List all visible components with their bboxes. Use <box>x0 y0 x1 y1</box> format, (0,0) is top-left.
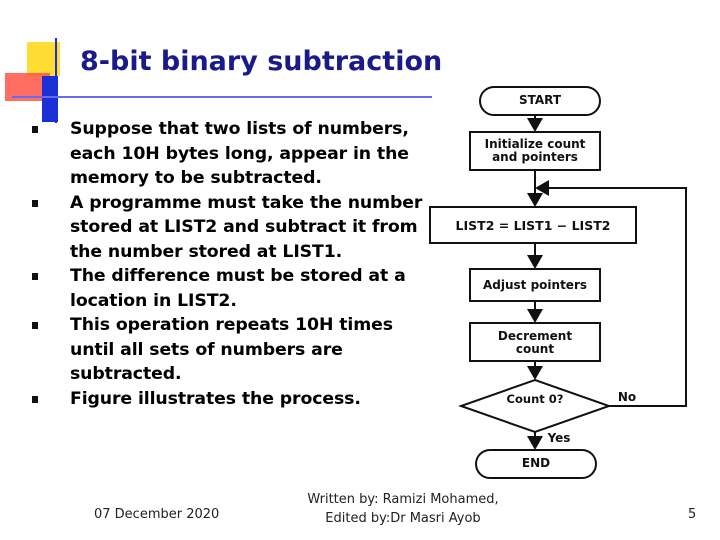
op-box <box>429 206 637 244</box>
start-terminator <box>479 86 601 116</box>
no-label: No <box>617 390 637 404</box>
init-label: Initialize count and pointers <box>484 137 586 164</box>
bullet-text: Suppose that two lists of numbers, each … <box>70 119 409 188</box>
bullet-square-icon <box>32 273 38 280</box>
bullet-text: Figure illustrates the process. <box>70 388 361 409</box>
decision-label: Count 0? <box>506 392 564 406</box>
footer-date: 07 December 2020 <box>94 507 220 522</box>
footer-credit-line1: Written by: Ramizi Mohamed, <box>307 492 499 507</box>
decrement-box <box>469 322 601 362</box>
flowchart: START Initialize count and pointers LIST… <box>424 80 720 480</box>
decor-vertical-line <box>55 38 57 123</box>
bullet-item: Suppose that two lists of numbers, each … <box>32 117 427 191</box>
page-number: 5 <box>688 507 697 522</box>
bullet-text: A programme must take the number stored … <box>70 192 423 262</box>
title-underline <box>12 96 432 98</box>
bullet-square-icon <box>32 395 38 403</box>
footer-credit: Written by: Ramizi Mohamed, Edited by:Dr… <box>296 490 510 528</box>
start-label: START <box>518 93 562 107</box>
end-terminator <box>475 449 597 479</box>
decrement-label: Decrement count <box>497 329 573 356</box>
flowchart-graphic <box>429 86 687 479</box>
arrow-loop-no <box>535 180 687 407</box>
bullet-square-icon <box>32 322 38 329</box>
yes-label: Yes <box>547 431 571 445</box>
end-label: END <box>521 456 551 470</box>
adjust-box <box>469 268 601 302</box>
op-label: LIST2 = LIST1 − LIST2 <box>455 218 611 233</box>
bullet-item: This operation repeats 10H times until a… <box>32 313 427 387</box>
footer-credit-line2: Edited by:Dr Masri Ayob <box>325 511 481 526</box>
slide-title: 8-bit binary subtraction <box>80 46 443 77</box>
decor-blue-square <box>42 76 58 122</box>
decision-diamond <box>457 378 613 434</box>
bullet-list: Suppose that two lists of numbers, each … <box>32 117 427 411</box>
init-box <box>469 131 601 171</box>
bullet-text: The difference must be stored at a locat… <box>70 266 406 311</box>
bullet-square-icon <box>32 199 38 207</box>
bullet-item: Figure illustrates the process. <box>32 387 427 412</box>
bullet-text: This operation repeats 10H times until a… <box>70 315 393 384</box>
bullet-item: The difference must be stored at a locat… <box>32 264 427 313</box>
decor-yellow-square <box>27 42 60 76</box>
adjust-label: Adjust pointers <box>482 278 587 292</box>
bullet-item: A programme must take the number stored … <box>32 191 427 265</box>
bullet-square-icon <box>32 126 38 133</box>
